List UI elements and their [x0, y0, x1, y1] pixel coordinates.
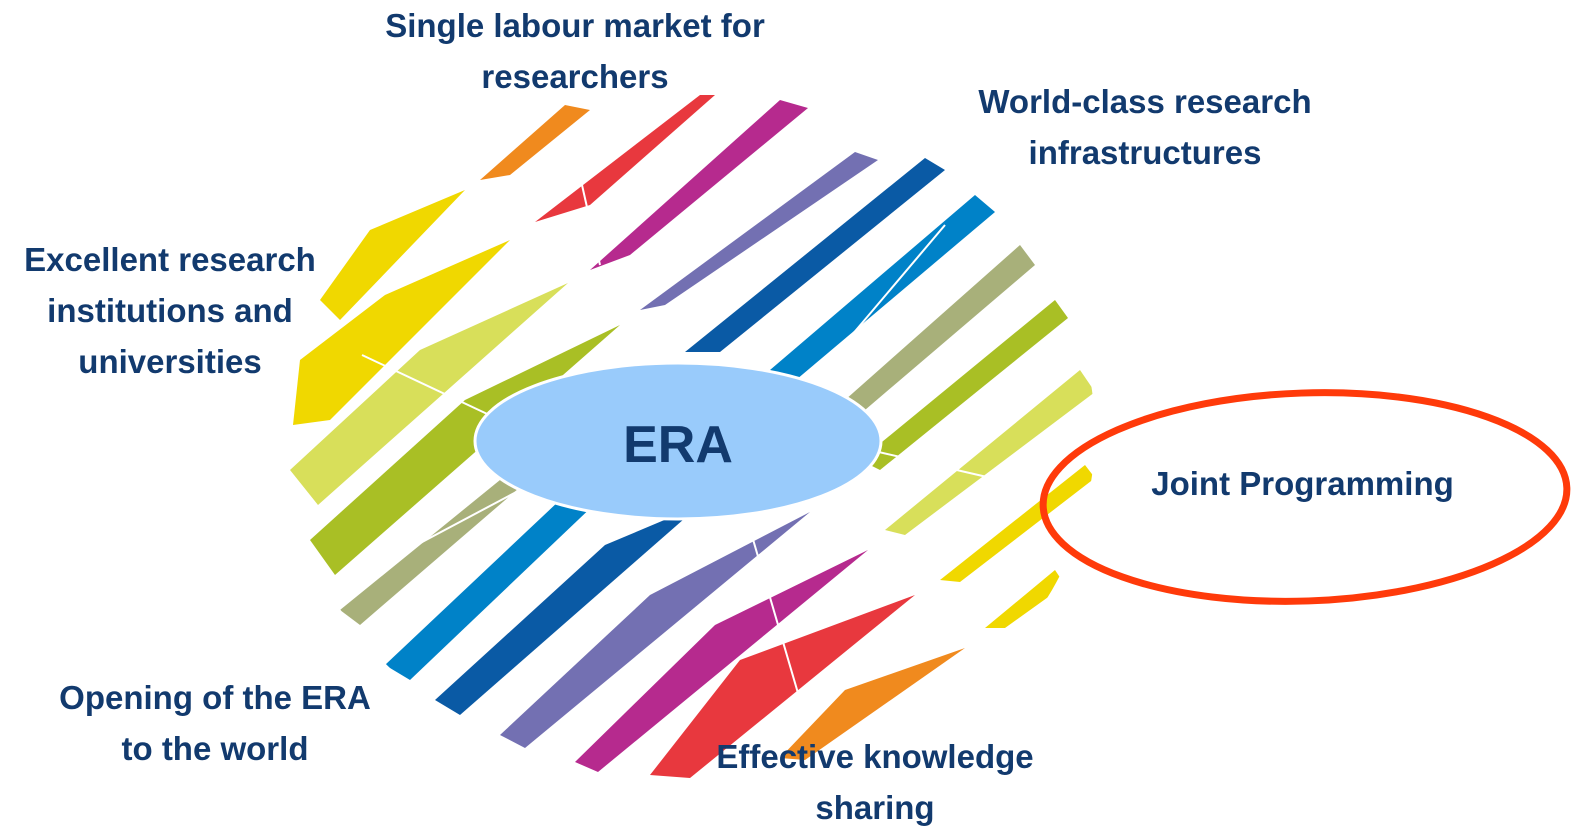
stripe-orange-top	[480, 105, 590, 180]
connector-effective	[744, 511, 801, 701]
stripe-yellow-top	[320, 190, 465, 320]
label-single-labour-market: Single labour market for researchers	[385, 7, 765, 95]
era-center-label: ERA	[623, 416, 733, 474]
connector-joint	[869, 449, 1001, 481]
stripe-darkblue-top	[685, 158, 945, 352]
stripe-red-top	[535, 95, 715, 222]
connector-opening	[359, 489, 521, 576]
joint-programming-highlight-ring	[1039, 389, 1571, 605]
label-joint-programming: Joint Programming	[1151, 465, 1454, 502]
stripe-khaki-right	[845, 245, 1035, 410]
connector-single	[581, 184, 601, 266]
stripe-pale-green-main	[290, 283, 568, 505]
stripe-khaki-left	[340, 470, 540, 625]
connector-world	[834, 224, 946, 356]
stripe-yellow-right	[940, 465, 1095, 582]
stripe-lavender-top	[640, 152, 878, 310]
stripe-magenta-top	[590, 100, 808, 270]
stripe-darkblue-bottom	[435, 505, 700, 715]
label-knowledge-sharing: Effective knowledge sharing	[716, 738, 1034, 826]
stripe-yellow-bottom-right	[985, 570, 1065, 628]
label-research-institutions: Excellent research institutions and univ…	[24, 241, 316, 380]
stripe-red-bottom	[650, 595, 915, 778]
stripe-disc	[290, 95, 1095, 778]
stripe-olive-right	[860, 300, 1068, 470]
label-opening-to-world: Opening of the ERA to the world	[59, 679, 371, 767]
stripe-cyan-top	[770, 195, 995, 385]
label-research-infrastructures: World-class research infrastructures	[978, 83, 1312, 171]
stripe-orange-bottom	[780, 648, 965, 760]
connector-excellent	[361, 354, 501, 421]
connector-lines	[359, 184, 1001, 701]
stripe-yellow-main	[293, 240, 510, 425]
era-center-ellipse	[473, 361, 883, 521]
stripe-pale-green-right	[885, 370, 1095, 535]
stripe-cyan-bottom	[385, 480, 620, 680]
stripe-lavender-bottom	[500, 512, 810, 748]
stripe-magenta-bottom	[575, 550, 868, 772]
